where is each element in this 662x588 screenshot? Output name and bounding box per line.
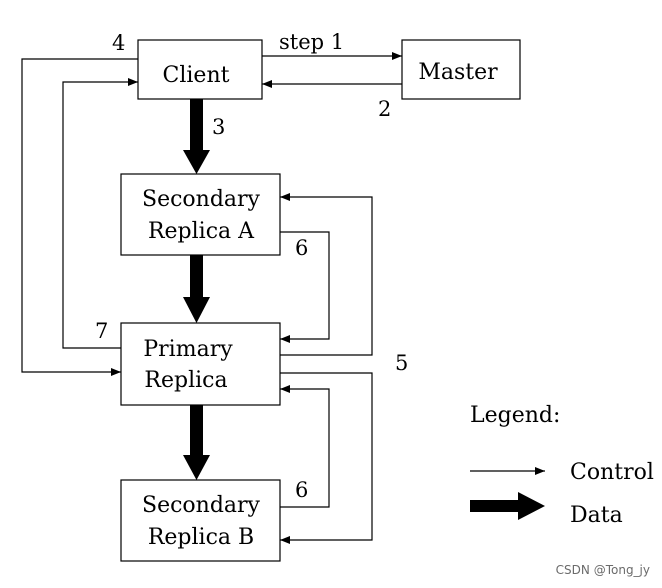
secondary-replica-b-node: Secondary Replica B [120, 479, 281, 562]
step5-arrow-to-secondary-b [280, 372, 373, 544]
watermark-text: CSDN @Tong_jy [556, 563, 650, 577]
step7-label: 7 [95, 319, 108, 343]
step1-label: step 1 [279, 30, 344, 54]
master-box [401, 39, 521, 100]
secondary-replica-a-label-line1: Secondary [142, 187, 261, 212]
client-label: Client [163, 63, 230, 88]
step3-data-arrow-client-to-secondary-a [183, 99, 210, 174]
legend-control-label: Control [570, 460, 654, 485]
secondary-replica-a-node: Secondary Replica A [120, 173, 281, 256]
step6-arrow-from-secondary-b [280, 385, 330, 508]
client-node: Client [137, 39, 263, 100]
step6-label-b: 6 [295, 478, 308, 502]
step4-arrow [21, 58, 138, 376]
step3-label: 3 [212, 115, 225, 139]
legend-data-arrow [470, 492, 545, 520]
primary-replica-label-line2: Replica [144, 368, 227, 393]
legend-data-label: Data [570, 503, 623, 528]
secondary-replica-b-label-line2: Replica B [148, 525, 254, 550]
secondary-replica-b-box [120, 479, 281, 562]
client-box [137, 39, 263, 100]
step2-label: 2 [378, 97, 391, 121]
secondary-replica-b-label-line1: Secondary [142, 493, 261, 518]
step6-arrow-from-secondary-a [280, 231, 330, 343]
secondary-replica-a-box [120, 173, 281, 256]
step6-label-a: 6 [295, 236, 308, 260]
master-node: Master [401, 39, 521, 100]
step5-label: 5 [395, 351, 408, 375]
data-arrow-secondary-a-to-primary [183, 255, 210, 323]
legend-title: Legend: [470, 403, 560, 428]
primary-replica-node: Primary Replica [120, 322, 281, 406]
step4-label: 4 [112, 31, 125, 55]
secondary-replica-a-label-line2: Replica A [148, 219, 255, 244]
legend: Legend: Control Data [470, 403, 654, 528]
step7-arrow [62, 78, 138, 349]
primary-replica-box [120, 322, 281, 406]
primary-replica-label-line1: Primary [143, 337, 233, 362]
master-label: Master [418, 60, 498, 85]
step5-arrow-to-secondary-a [280, 193, 373, 356]
data-arrow-primary-to-secondary-b [183, 405, 210, 480]
